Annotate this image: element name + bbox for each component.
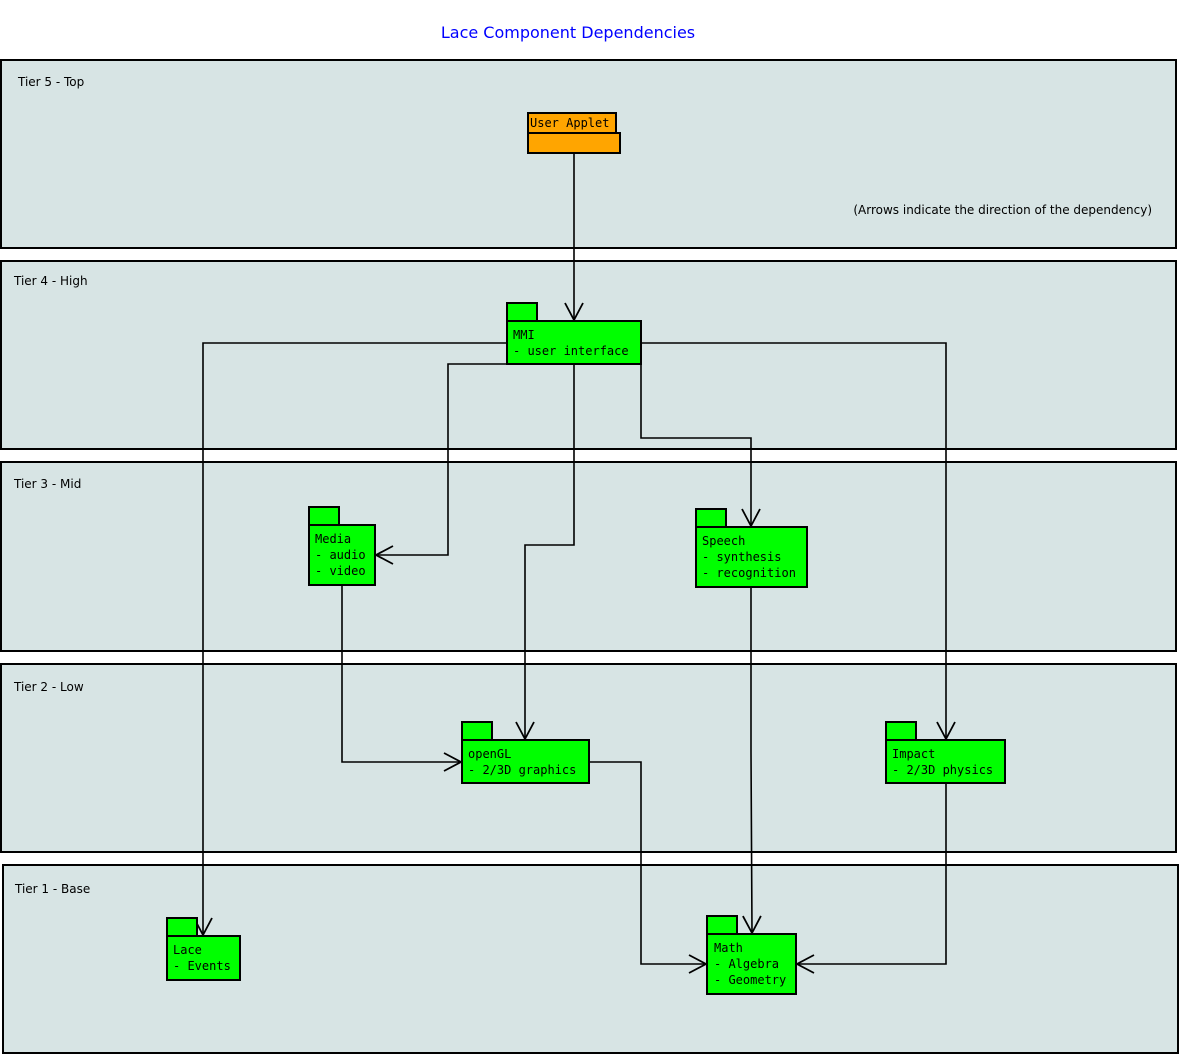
edge-media-opengl bbox=[341, 585, 463, 772]
tier-label: Tier 5 - Top bbox=[17, 75, 84, 89]
package-line: - synthesis bbox=[702, 550, 781, 564]
edge-speech-math bbox=[742, 587, 762, 935]
edge-mmi-opengl bbox=[515, 364, 575, 741]
package-media: Media - audio - video bbox=[308, 506, 376, 586]
package-line: - user interface bbox=[513, 344, 629, 358]
tier-label: Tier 3 - Mid bbox=[13, 477, 81, 491]
package-math: Math - Algebra - Geometry bbox=[706, 915, 797, 995]
legend-note: (Arrows indicate the direction of the de… bbox=[853, 203, 1152, 217]
edge-impact-math bbox=[795, 783, 947, 974]
package-name: Impact bbox=[892, 747, 935, 761]
dependency-edges bbox=[193, 153, 956, 974]
package-line: - audio bbox=[315, 548, 366, 562]
package-impact: Impact - 2/3D physics bbox=[885, 721, 1006, 784]
package-opengl: openGL - 2/3D graphics bbox=[461, 721, 590, 784]
edge-mmi-media bbox=[374, 363, 507, 565]
package-name: openGL bbox=[468, 747, 511, 761]
package-name: Media bbox=[315, 532, 351, 546]
tier-label: Tier 2 - Low bbox=[13, 680, 84, 694]
diagram-title: Lace Component Dependencies bbox=[441, 23, 695, 42]
package-name: MMI bbox=[513, 328, 535, 342]
package-lace: Lace - Events bbox=[166, 917, 241, 981]
package-line: - Geometry bbox=[714, 973, 786, 987]
package-user-applet: User Applet bbox=[527, 112, 621, 154]
package-mmi: MMI - user interface bbox=[506, 302, 642, 365]
tier-label: Tier 1 - Base bbox=[14, 882, 90, 896]
edge-opengl-math bbox=[589, 761, 708, 974]
package-name: Math bbox=[714, 941, 743, 955]
package-line: - recognition bbox=[702, 566, 796, 580]
package-name: Lace bbox=[173, 943, 202, 957]
tier-label: Tier 4 - High bbox=[13, 274, 88, 288]
package-line: - Algebra bbox=[714, 957, 779, 971]
edge-mmi-speech bbox=[640, 364, 761, 528]
tier-3: Tier 3 - Mid bbox=[0, 461, 1177, 652]
package-line: - 2/3D physics bbox=[892, 763, 993, 777]
package-name: User Applet bbox=[530, 116, 609, 130]
edge-mmi-impact bbox=[641, 342, 956, 741]
package-speech: Speech - synthesis - recognition bbox=[695, 508, 808, 588]
package-line: - 2/3D graphics bbox=[468, 763, 576, 777]
package-line: - Events bbox=[173, 959, 231, 973]
edge-mmi-lace bbox=[193, 342, 507, 937]
package-line: - video bbox=[315, 564, 366, 578]
package-name: Speech bbox=[702, 534, 745, 548]
